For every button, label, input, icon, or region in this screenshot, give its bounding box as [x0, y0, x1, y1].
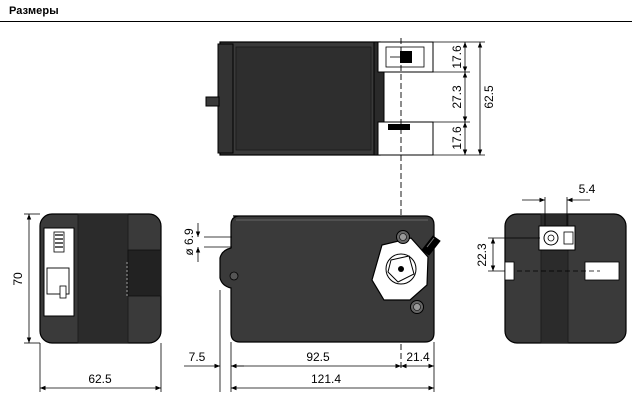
label-21-4: 21.4 [406, 350, 430, 364]
title-underline [0, 21, 632, 22]
left-view: 70 62.5 [11, 213, 162, 392]
label-70: 70 [11, 272, 25, 286]
front-screw-bottom [410, 300, 424, 314]
front-screw-top [396, 230, 410, 244]
right-view: 5.4 22.3 [475, 182, 627, 344]
left-view-panel [77, 213, 129, 344]
label-22-3: 22.3 [475, 243, 489, 267]
label-17-6-a: 17.6 [450, 45, 464, 69]
label-62-5-top: 62.5 [482, 85, 496, 109]
front-view: ø 6.9 7.5 92 [182, 215, 441, 392]
top-view-body-shade [235, 46, 372, 151]
label-27-3: 27.3 [450, 85, 464, 109]
connector-bottom-slot [388, 124, 410, 130]
top-view: 17.6 27.3 17.6 62.5 [205, 38, 496, 370]
left-view-right-panel [127, 249, 162, 297]
front-adapter [371, 237, 429, 301]
label-62-5-left: 62.5 [88, 372, 112, 386]
top-view-left-block [217, 43, 234, 154]
connector-top-pin [400, 51, 412, 63]
page-title: Размеры [9, 5, 59, 17]
label-d69: ø 6.9 [182, 228, 196, 256]
front-lever-icon [421, 235, 441, 256]
right-view-clamp-icon [538, 225, 576, 251]
label-5-4: 5.4 [579, 182, 596, 196]
label-17-6-b: 17.6 [450, 126, 464, 150]
right-view-clip-left [504, 261, 515, 281]
label-7-5: 7.5 [189, 350, 206, 364]
left-view-terminal-slot [59, 285, 67, 299]
label-92-5: 92.5 [306, 350, 330, 364]
top-view-shaft-stub [205, 96, 220, 107]
label-121-4: 121.4 [311, 372, 341, 386]
front-rivet [229, 271, 239, 281]
left-view-spring-icon [53, 231, 65, 253]
